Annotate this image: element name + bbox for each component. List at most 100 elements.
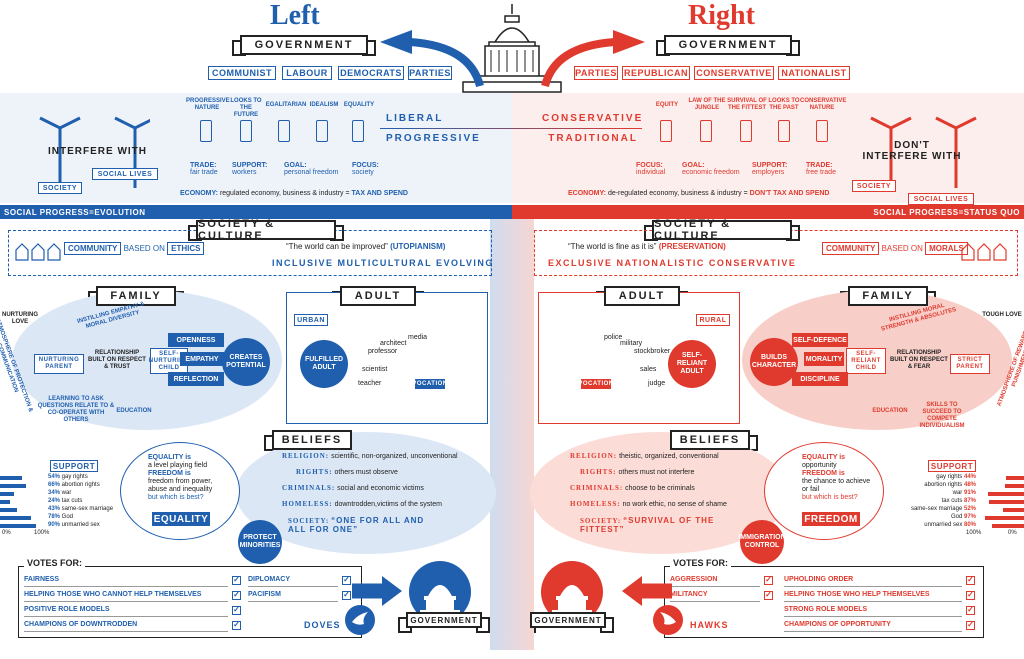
strict-parent-box: STRICT PARENT	[950, 354, 990, 374]
votes-for-left: VOTES FOR:	[24, 558, 86, 568]
pillar-icon	[700, 120, 712, 142]
vote-checkbox[interactable]: ✓	[966, 605, 975, 615]
family-banner-right: FAMILY	[840, 286, 936, 307]
skills-note: SKILLS TO SUCCEED TO COMPETE INDIVIDUALI…	[919, 402, 965, 429]
support-row-label: 34% war	[48, 490, 72, 496]
houses-left-icon	[15, 243, 61, 261]
axis-zero-right: 0%	[1008, 530, 1017, 536]
fulfilled-adult-circle: FULFILLED ADULT	[300, 340, 348, 388]
pillar-icon	[200, 120, 212, 142]
right-support-chart: gay rights 44% abortion rights 48% war 9…	[904, 474, 1024, 534]
job-professor: professor	[368, 348, 398, 355]
vote-underline	[24, 631, 228, 632]
rural-label: RURAL	[696, 314, 730, 326]
social-lives-box-left: SOCIAL LIVES	[92, 168, 158, 180]
vote-checkbox[interactable]: ✓	[342, 590, 351, 600]
trait-morality: MORALITY	[804, 352, 844, 366]
nurturing-love-label: NURTURING LOVE	[2, 312, 38, 325]
support-row-label: 90% unmarried sex	[48, 522, 100, 528]
belief-rights-right: RIGHTS: others must not interfere	[580, 468, 695, 476]
support-row-label: 43% same-sex marriage	[48, 506, 114, 512]
vote-checkbox[interactable]: ✓	[966, 590, 975, 600]
pillar-icon	[352, 120, 364, 142]
vote-underline	[784, 631, 962, 632]
vote-checkbox[interactable]: ✓	[232, 575, 241, 585]
left-bg	[0, 93, 512, 203]
support-row-label: God 97%	[950, 514, 976, 520]
immigration-control-circle: IMMIGRATION CONTROL	[738, 520, 786, 564]
axis-zero-left: 0%	[2, 530, 11, 536]
stat-focus-left: FOCUS:society	[352, 162, 379, 176]
pillar-label: PROGRESSIVE NATURE	[186, 98, 230, 111]
vote-checkbox[interactable]: ✓	[342, 575, 351, 585]
support-bar	[992, 524, 1024, 528]
pillar-label: CONSERVATIVE NATURE	[800, 98, 847, 111]
vote-checkbox[interactable]: ✓	[966, 620, 975, 630]
vote-item: DIPLOMACY	[248, 576, 290, 583]
vote-underline	[248, 586, 338, 587]
pillar-icon	[816, 120, 828, 142]
vote-underline	[784, 601, 962, 602]
government-banner-bottom-left: GOVERNMENT	[398, 612, 490, 633]
vote-checkbox[interactable]: ✓	[966, 575, 975, 585]
support-bar	[0, 524, 36, 528]
trait-reflection: REFLECTION	[168, 372, 224, 386]
party-democrats: DEMOCRATS	[338, 66, 404, 80]
government-banner-bottom-right: GOVERNMENT	[522, 612, 614, 633]
support-bar	[0, 492, 14, 496]
self-reliant-adult-circle: SELF-RELIANT ADULT	[668, 340, 716, 388]
support-bar	[985, 516, 1024, 520]
pillar-icon	[778, 120, 790, 142]
stat-goal-right: GOAL:economic freedom	[682, 162, 740, 176]
vote-checkbox[interactable]: ✓	[232, 605, 241, 615]
support-bar	[1004, 484, 1024, 488]
family-banner-left: FAMILY	[88, 286, 184, 307]
left-quote: “The world can be improved” (UTOPIANISM)	[286, 242, 446, 251]
vote-checkbox[interactable]: ✓	[764, 590, 773, 600]
houses-right-icon	[961, 243, 1007, 261]
right-government-banner: GOVERNMENT	[656, 35, 800, 56]
support-bar	[1003, 508, 1024, 512]
support-label-left: SUPPORT	[50, 460, 98, 472]
job-scientist: scientist	[362, 366, 388, 373]
society-culture-banner-left: SOCIETY & CULTURE	[188, 218, 344, 242]
vote-checkbox[interactable]: ✓	[232, 620, 241, 630]
spectrum-line	[380, 128, 642, 129]
vote-item: CHAMPIONS OF DOWNTRODDEN	[24, 621, 138, 628]
axis-hundred-right: 100%	[966, 530, 982, 536]
pillar-label: IDEALISM	[309, 102, 339, 108]
education-left: EDUCATION	[116, 408, 152, 414]
stat-trade-right: TRADE:free trade	[806, 162, 836, 176]
belief-religion-right: RELIGION: theistic, organized, conventio…	[570, 452, 719, 460]
left-curved-arrow	[380, 30, 484, 88]
hawk-icon	[653, 605, 683, 635]
tough-love-label: TOUGH LOVE	[982, 312, 1022, 318]
vote-underline	[670, 586, 760, 587]
stat-trade-left: TRADE:fair trade	[190, 162, 218, 176]
trait-empathy: EMPATHY	[180, 352, 224, 366]
job-stockbroker: stockbroker	[634, 348, 671, 355]
society-box-right: SOCIETY	[852, 180, 896, 192]
support-row-label: 24% tax cuts	[48, 498, 83, 504]
social-lives-box-right: SOCIAL LIVES	[908, 193, 974, 205]
creates-potential-circle: CREATES POTENTIAL	[222, 338, 270, 386]
support-row-label: unmarried sex 80%	[924, 522, 976, 528]
label-conservative: CONSERVATIVE	[542, 113, 644, 124]
stat-support-right: SUPPORT:employers	[752, 162, 788, 176]
vote-item: HELPING THOSE WHO HELP THEMSELVES	[784, 591, 930, 598]
learning-note: LEARNING TO ASK QUESTIONS RELATE TO & CO…	[37, 396, 115, 423]
capitol-icon	[462, 4, 562, 93]
pillar-label: EQUITY	[655, 102, 679, 108]
vote-checkbox[interactable]: ✓	[232, 590, 241, 600]
social-progress-right: SOCIAL PROGRESS=STATUS QUO	[512, 205, 1024, 219]
support-bar	[987, 492, 1024, 496]
label-progressive: PROGRESSIVE	[386, 133, 481, 144]
job-sales: sales	[640, 366, 657, 373]
vote-underline	[24, 616, 228, 617]
capitol-left-icon	[409, 561, 471, 623]
vote-checkbox[interactable]: ✓	[764, 575, 773, 585]
job-judge: judge	[648, 380, 666, 387]
vocation-left: VOCATION	[412, 378, 447, 390]
left-government-banner: GOVERNMENT	[232, 35, 376, 56]
